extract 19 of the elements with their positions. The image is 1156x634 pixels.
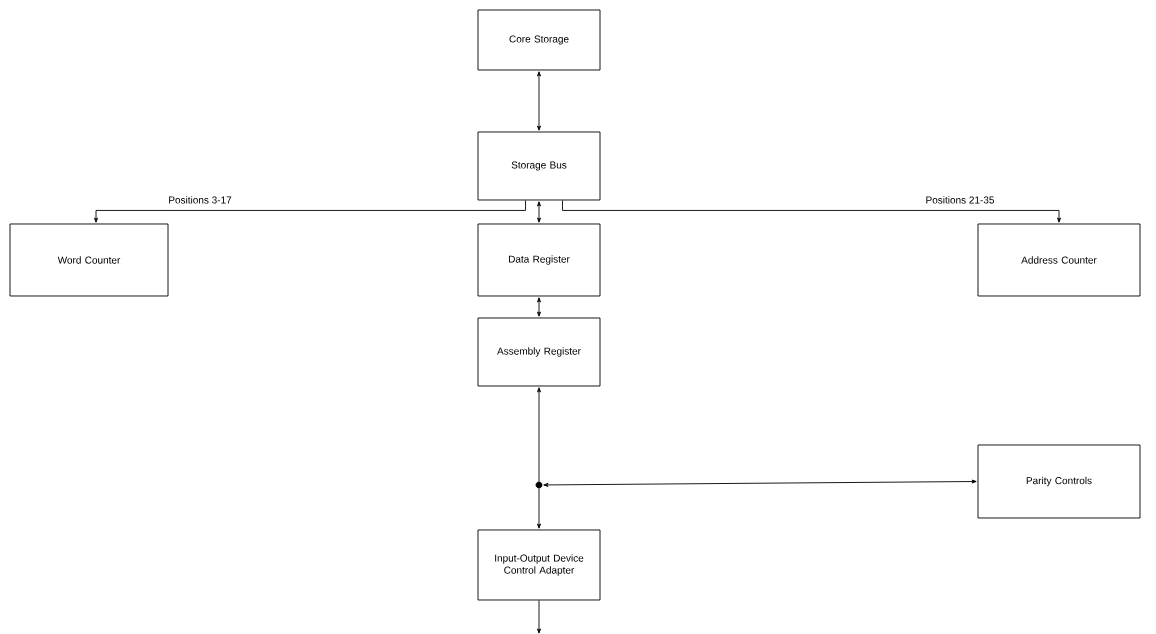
storage-box: Core Storage bbox=[477, 9, 601, 71]
arrow bbox=[537, 488, 541, 529]
arrow bbox=[543, 479, 977, 487]
arrow bbox=[537, 599, 541, 634]
counter-box: Word Counter bbox=[9, 223, 169, 297]
counter-box: Address Counter bbox=[977, 223, 1141, 297]
edge-label: Positions 3-17 bbox=[169, 196, 232, 204]
register-box: Data Register bbox=[477, 223, 601, 297]
arrow bbox=[537, 387, 541, 482]
register-box: Assembly Register bbox=[477, 317, 601, 387]
control-box: Parity Controls bbox=[977, 444, 1141, 519]
adapter-box: Input-Output Device Control Adapter bbox=[477, 529, 601, 601]
arrow bbox=[537, 297, 541, 317]
arrow bbox=[94, 200, 526, 223]
arrow bbox=[537, 71, 541, 131]
arrow bbox=[562, 200, 1061, 223]
bus-box: Storage Bus bbox=[477, 131, 601, 201]
arrow bbox=[537, 201, 541, 223]
edge-label: Positions 21-35 bbox=[926, 196, 995, 204]
